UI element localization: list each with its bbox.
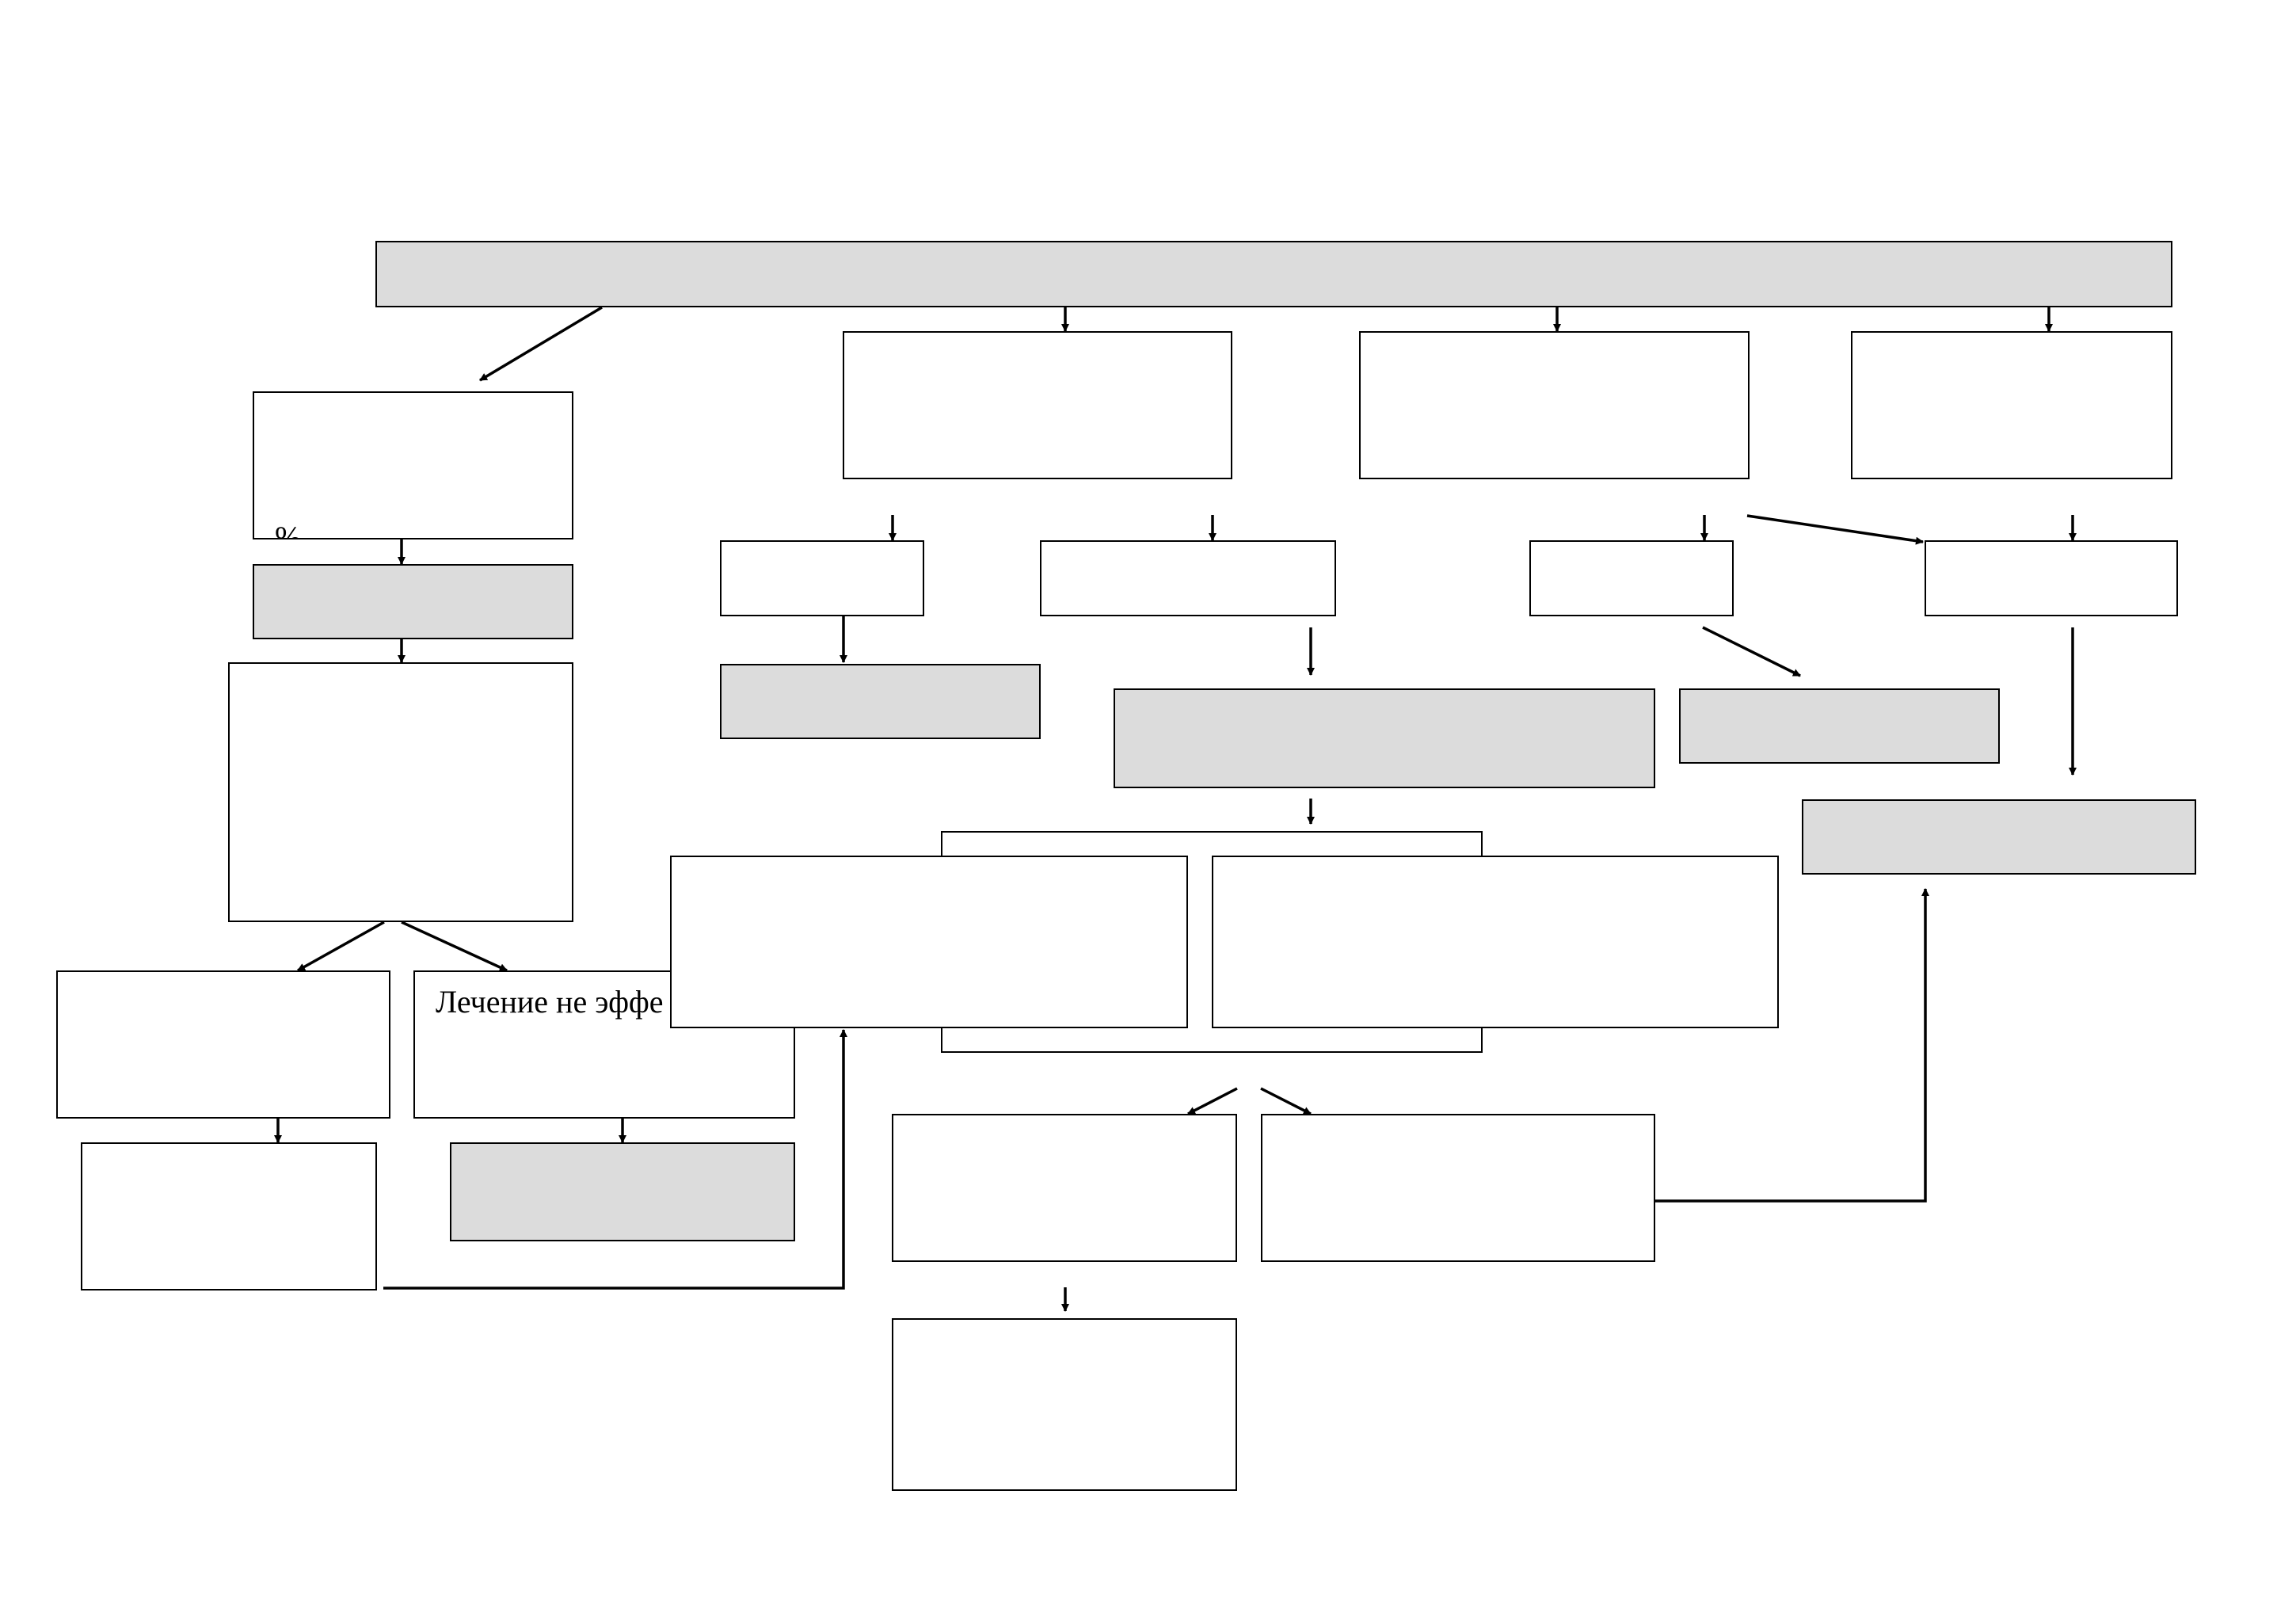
small-box-2 [1040,540,1336,616]
branch-box-2 [843,331,1232,479]
treatment-label: Лечение не эффе [436,984,664,1020]
left-box-3 [228,662,573,922]
arrow-cross-to-right [1746,514,1924,545]
grey-box-center [1114,688,1655,788]
small-box-4 [1925,540,2178,616]
small-box-1 [720,540,924,616]
arrow-center-to-lower-right [1260,1087,1312,1115]
lower-box-bottom [892,1318,1237,1491]
center-box-left [670,856,1188,1028]
arrow-left-3-to-b [401,921,508,972]
left-grey-box-b2 [450,1142,795,1241]
arrow-small-3-down [1702,626,1801,677]
left-box-a2 [81,1142,377,1290]
branch-box-3 [1359,331,1750,479]
small-box-3 [1529,540,1734,616]
lower-box-right [1261,1114,1655,1262]
grey-box-small-3 [1679,688,2000,764]
left-box-a [56,970,390,1119]
left-grey-box [253,564,573,639]
arrow-root-to-left-branch [479,306,603,382]
cut-off-text: % [275,522,301,538]
center-box-right [1212,856,1779,1028]
left-box-1: % [253,391,573,539]
grey-box-right [1802,799,2196,875]
grey-box-small-1 [720,664,1041,739]
branch-box-4 [1851,331,2172,479]
lower-box-left [892,1114,1237,1262]
root-banner [375,241,2172,307]
arrow-left-3-to-a [297,921,385,972]
arrow-center-to-lower-left [1187,1087,1238,1115]
